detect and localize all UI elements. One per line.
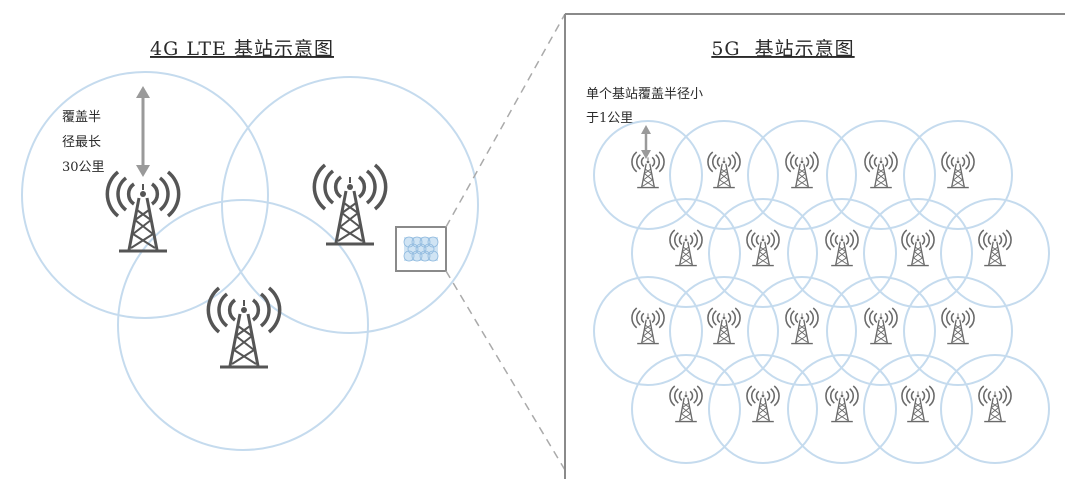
small-cell-tower-icon	[901, 385, 935, 423]
small-cell-tower-icon	[746, 385, 780, 423]
small-cell-tower-icon	[746, 229, 780, 267]
cell-tower-icon	[105, 170, 181, 253]
small-cell-tower-icon	[631, 307, 665, 345]
fiveg-coverage-circle	[903, 276, 1013, 386]
fiveg-coverage-circle	[826, 276, 936, 386]
fiveg-radius-note-line-2: 于1公里	[586, 111, 633, 126]
fiveg-coverage-circle	[863, 354, 973, 464]
small-cell-tower-icon	[825, 385, 859, 423]
fiveg-coverage-circle	[826, 120, 936, 230]
small-cell-tower-icon	[669, 385, 703, 423]
small-cell-tower-icon	[785, 151, 819, 189]
fiveg-coverage-circle	[787, 354, 897, 464]
fiveg-coverage-circle	[669, 120, 779, 230]
small-cell-tower-icon	[864, 307, 898, 345]
lte-radius-note-line-3: 30公里	[62, 160, 105, 175]
lte-coverage-circle-1	[21, 71, 269, 319]
lte-radius-arrow	[136, 86, 150, 177]
zoom-lines	[445, 13, 566, 471]
lte-radius-note-line-1: 覆盖半	[62, 110, 101, 125]
lte-coverage-circle-3	[117, 199, 369, 451]
fiveg-coverage-circle	[593, 276, 703, 386]
fiveg-coverage-circle	[940, 354, 1050, 464]
small-cell-tower-icon	[707, 151, 741, 189]
lte-radius-note-line-2: 径最长	[62, 135, 101, 150]
small-cell-tower-icon	[707, 307, 741, 345]
fiveg-radius-arrow	[641, 125, 651, 159]
fiveg-coverage-circle	[669, 276, 779, 386]
fiveg-coverage-circle	[708, 198, 818, 308]
small-cell-tower-icon	[901, 229, 935, 267]
lte-coverage-circles	[21, 71, 479, 451]
small-cell-tower-icon	[669, 229, 703, 267]
cell-tower-icon	[312, 163, 388, 246]
fiveg-coverage-circle	[863, 198, 973, 308]
fiveg-coverage-circle	[903, 120, 1013, 230]
small-cell-tower-icon	[825, 229, 859, 267]
small-cell-tower-icon	[631, 151, 665, 189]
fiveg-coverage-circle	[708, 354, 818, 464]
lte-coverage-circle-2	[221, 76, 479, 334]
fiveg-coverage-circle	[593, 120, 703, 230]
small-cell-tower-icon	[941, 307, 975, 345]
fiveg-coverage-circle	[747, 276, 857, 386]
small-cell-tower-icon	[978, 229, 1012, 267]
fiveg-radius-note-line-1: 单个基站覆盖半径小	[586, 87, 703, 102]
fiveg-coverage-circle	[631, 354, 741, 464]
fiveg-coverage-circle	[631, 198, 741, 308]
small-cell-tower-icon	[978, 385, 1012, 423]
fiveg-small-cell-grid	[593, 120, 1050, 464]
small-cell-tower-icon	[785, 307, 819, 345]
fiveg-panel-frame	[564, 13, 1065, 479]
fiveg-coverage-circle	[940, 198, 1050, 308]
small-cell-tower-icon	[941, 151, 975, 189]
zoom-inset-box	[395, 226, 447, 272]
cell-tower-icon	[206, 286, 282, 369]
fiveg-coverage-circle	[787, 198, 897, 308]
lte-radius-note: 覆盖半 径最长 30公里	[62, 110, 105, 175]
lte-title: 4G LTE 基站示意图	[150, 38, 334, 60]
fiveg-title: 5G 基站示意图	[711, 38, 854, 60]
small-cell-tower-icon	[864, 151, 898, 189]
fiveg-radius-note: 单个基站覆盖半径小 于1公里	[586, 87, 707, 126]
fiveg-coverage-circle	[747, 120, 857, 230]
